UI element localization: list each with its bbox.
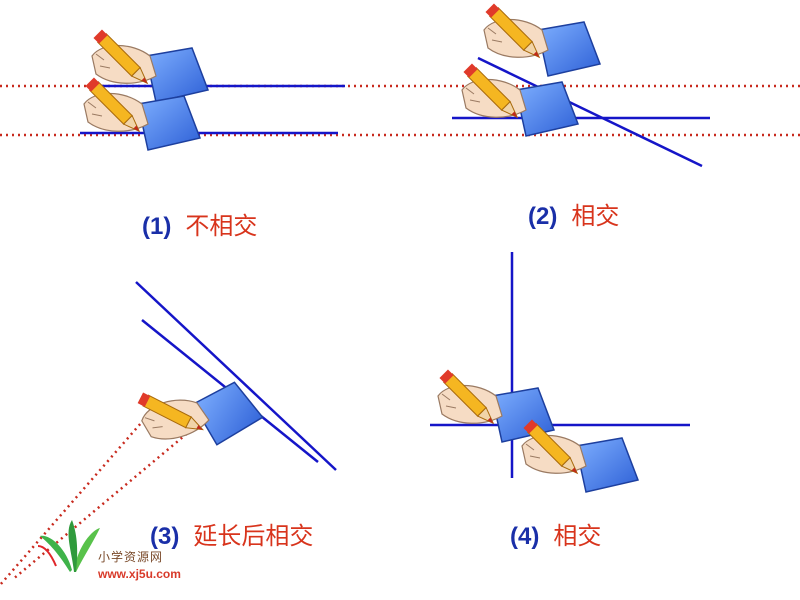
panel-1-label: 不相交 [185,213,258,240]
panel-3-caption: (3) 延长后相交 [150,516,313,551]
panel-2-label: 相交 [571,203,620,230]
hand-pencil-icon [91,28,209,103]
panel-4-label: 相交 [553,523,602,550]
hand-pencil-icon [521,418,639,493]
panel-3-line-a [135,281,337,471]
hand-pencil-icon [483,2,601,77]
panel-4-number: (4) [510,523,540,550]
hand-pencil-icon [461,62,579,137]
panel-2-caption: (2) 相交 [528,196,619,231]
watermark-logo-icon [37,520,100,572]
hand-pencil-icon [132,358,268,466]
panel-3-figure [0,281,337,586]
panel-4-figure [430,252,690,493]
panel-3-extension-b [11,425,197,581]
panel-3-extension-a [0,414,149,586]
panel-1-figure [0,28,800,151]
watermark-text-en: www.xj5u.com [98,567,181,581]
watermark-text-cn: 小学资源网 [98,550,164,564]
watermark: 小学资源网 www.xj5u.com [98,548,181,581]
panel-3-number: (3) [150,523,180,550]
panel-1-caption: (1) 不相交 [142,206,257,241]
panel-2-number: (2) [528,203,558,230]
panel-3-label: 延长后相交 [193,523,314,550]
panel-2-figure [452,2,710,168]
panel-1-number: (1) [142,213,172,240]
panel-4-caption: (4) 相交 [510,516,601,551]
panel-2-line-a [477,56,703,168]
